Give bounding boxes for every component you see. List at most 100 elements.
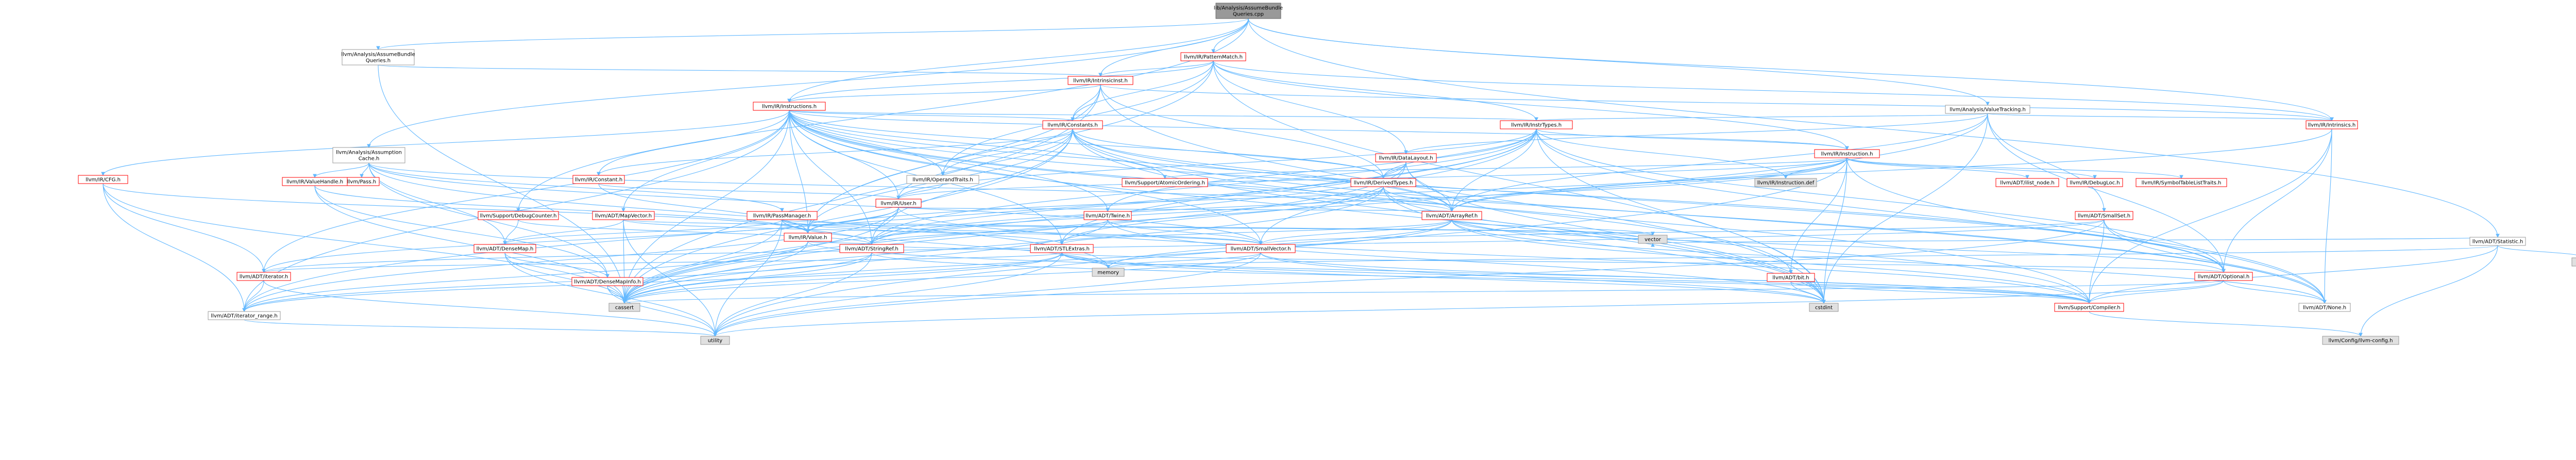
edge-statistic-to-vector [1652, 237, 2498, 244]
arrowhead-passmanager-to-densemap [503, 241, 507, 245]
node-iterator[interactable]: llvm/ADT/iterator.h [236, 272, 291, 281]
node-symtab[interactable]: llvm/IR/SymbolTableListTraits.h [2136, 178, 2227, 187]
edge-pm-to-intrinsics [1213, 60, 2332, 121]
arrowhead-stlextras-to-optional [2222, 269, 2226, 273]
edge-smallset-to-iterator [263, 219, 2105, 273]
node-statistic[interactable]: llvm/ADT/Statistic.h [2469, 237, 2526, 246]
node-user[interactable]: llvm/IR/User.h [875, 199, 922, 208]
arrowhead-optional-to-none [2323, 300, 2327, 304]
edge-smallvector-to-utility [715, 252, 1261, 337]
edge-mapvector-to-cassert [623, 219, 625, 304]
edge-insttypes-to-cstdint [1536, 128, 1824, 304]
node-atomicordering[interactable]: llvm/Support/AtomicOrdering.h [1122, 178, 1208, 187]
node-intrinst[interactable]: llvm/IR/IntrinsicInst.h [1067, 76, 1133, 85]
node-densemapinfo[interactable]: llvm/ADT/DenseMapInfo.h [571, 277, 643, 286]
node-box [1067, 76, 1133, 85]
edge-instrs-to-operandtraits [789, 110, 943, 176]
edge-smallvector-to-cassert [624, 252, 1261, 304]
node-constants[interactable]: llvm/IR/Constants.h [1042, 120, 1103, 129]
edge-stlextras-to-memory [1061, 252, 1109, 269]
edge-passmanager-to-stringref [782, 219, 872, 245]
node-stlextras[interactable]: llvm/ADT/STLExtras.h [1030, 244, 1094, 253]
edge-user-to-arrayref [898, 207, 1452, 212]
node-pass[interactable]: llvm/Pass.h [344, 177, 380, 186]
node-twine[interactable]: llvm/ADT/Twine.h [1083, 211, 1132, 220]
node-instruction[interactable]: llvm/IR/Instruction.h [1814, 149, 1880, 158]
node-debugloc[interactable]: llvm/IR/DebugLoc.h [2066, 178, 2123, 187]
edge-constant-to-user [598, 183, 899, 200]
node-valuehandle[interactable]: llvm/IR/ValueHandle.h [282, 177, 348, 186]
edge-root-to-statistic [1248, 18, 2498, 238]
node-compiler[interactable]: llvm/Support/Compiler.h [2054, 303, 2124, 312]
edge-intrinst-to-derivedtypes [1100, 84, 1384, 179]
edge-instruction-to-atomicordering [1164, 157, 1848, 179]
edge-valuetracking-to-insttypes [1536, 113, 1988, 121]
node-label: llvm/IR/Instructions.h [762, 104, 817, 110]
edge-intrinst-to-constants [1072, 84, 1101, 121]
edge-statistic-to-llvmconfig [2360, 245, 2498, 337]
node-densemap[interactable]: llvm/ADT/DenseMap.h [473, 244, 536, 253]
node-label: llvm/Analysis/AssumeBundle [341, 52, 415, 58]
node-value[interactable]: llvm/IR/Value.h [784, 233, 832, 242]
edge-stringref-to-compiler [871, 252, 2090, 304]
edge-instruction-to-stringref [871, 157, 1848, 245]
node-ilistnode[interactable]: llvm/ADT/ilist_node.h [1995, 178, 2059, 187]
edge-stringref-to-iterrange [244, 252, 872, 312]
node-passmanager[interactable]: llvm/IR/PassManager.h [747, 211, 818, 220]
node-cfg[interactable]: llvm/IR/CFG.h [78, 175, 128, 184]
node-constant[interactable]: llvm/IR/Constant.h [572, 175, 625, 184]
arrowhead-densemap-to-densemapinfo [605, 274, 609, 278]
node-datalayout[interactable]: llvm/IR/DataLayout.h [1375, 153, 1437, 162]
node-mapvector[interactable]: llvm/ADT/MapVector.h [592, 211, 655, 220]
node-label: llvm/ADT/None.h [2303, 305, 2346, 311]
node-smallvector[interactable]: llvm/ADT/SmallVector.h [1226, 244, 1296, 253]
edge-insttypes-to-optional [1536, 128, 2224, 273]
edge-iterator-to-utility [263, 280, 716, 337]
node-optional[interactable]: llvm/ADT/Optional.h [2194, 272, 2253, 281]
node-stringref[interactable]: llvm/ADT/StringRef.h [839, 244, 904, 253]
edge-root-to-pm [1213, 18, 1249, 53]
node-derivedtypes[interactable]: llvm/IR/DerivedTypes.h [1350, 178, 1416, 187]
node-box [2469, 237, 2526, 246]
node-none[interactable]: llvm/ADT/None.h [2298, 303, 2351, 312]
edge-smallset-to-optional [2104, 219, 2224, 273]
node-operandtraits[interactable]: llvm/IR/OperandTraits.h [906, 175, 979, 184]
node-label: llvm/IR/PatternMatch.h [1184, 55, 1243, 60]
node-valuetracking[interactable]: llvm/Analysis/ValueTracking.h [1945, 105, 2030, 114]
arrowhead-iterrange-to-utility [713, 333, 717, 337]
edge-valuehandle-to-densemapinfo [314, 185, 608, 278]
arrowhead-insttypes-to-twine [1106, 208, 1110, 212]
node-label: llvm/Support/DebugCounter.h [480, 213, 557, 219]
edge-constants-to-compiler [1072, 128, 2090, 304]
arrowhead-root-to-ac [367, 144, 371, 149]
node-box [753, 102, 826, 111]
edge-constants-to-derivedtypes [1072, 128, 1384, 179]
node-arrayref[interactable]: llvm/ADT/ArrayRef.h [1421, 211, 1482, 220]
arrowhead-optional-to-cassert [622, 300, 626, 304]
edge-value-to-stringref [807, 241, 872, 245]
node-pm[interactable]: llvm/IR/PatternMatch.h [1180, 52, 1246, 61]
node-instrs[interactable]: llvm/IR/Instructions.h [753, 102, 826, 111]
node-iterrange[interactable]: llvm/ADT/iterator_range.h [208, 311, 281, 320]
node-box [1945, 105, 2030, 114]
node-debugcounter[interactable]: llvm/Support/DebugCounter.h [478, 211, 559, 220]
node-box [1122, 178, 1208, 187]
node-label: llvm/ADT/bit.h [1772, 275, 1809, 281]
node-bithacks[interactable]: llvm/ADT/bit.h [1767, 273, 1815, 282]
node-label: cassert [615, 305, 634, 311]
node-smallset[interactable]: llvm/ADT/SmallSet.h [2075, 211, 2133, 220]
edge-densemap-to-densemapinfo [504, 252, 608, 278]
edge-stlextras-to-iterrange [244, 252, 1062, 312]
node-insttypes[interactable]: llvm/IR/InstrTypes.h [1500, 120, 1573, 129]
node-intrinsics[interactable]: llvm/IR/Intrinsics.h [2306, 120, 2358, 129]
node-memory: memory [1092, 268, 1125, 277]
arrowhead-pm-to-intrinst [1098, 73, 1103, 77]
node-box [2194, 272, 2253, 281]
arrowhead-arrayref-to-vector [1651, 232, 1655, 236]
edge-insttypes-to-twine [1107, 128, 1537, 212]
edge-twine-to-stringref [871, 219, 1108, 245]
node-cassert: cassert [608, 303, 640, 312]
